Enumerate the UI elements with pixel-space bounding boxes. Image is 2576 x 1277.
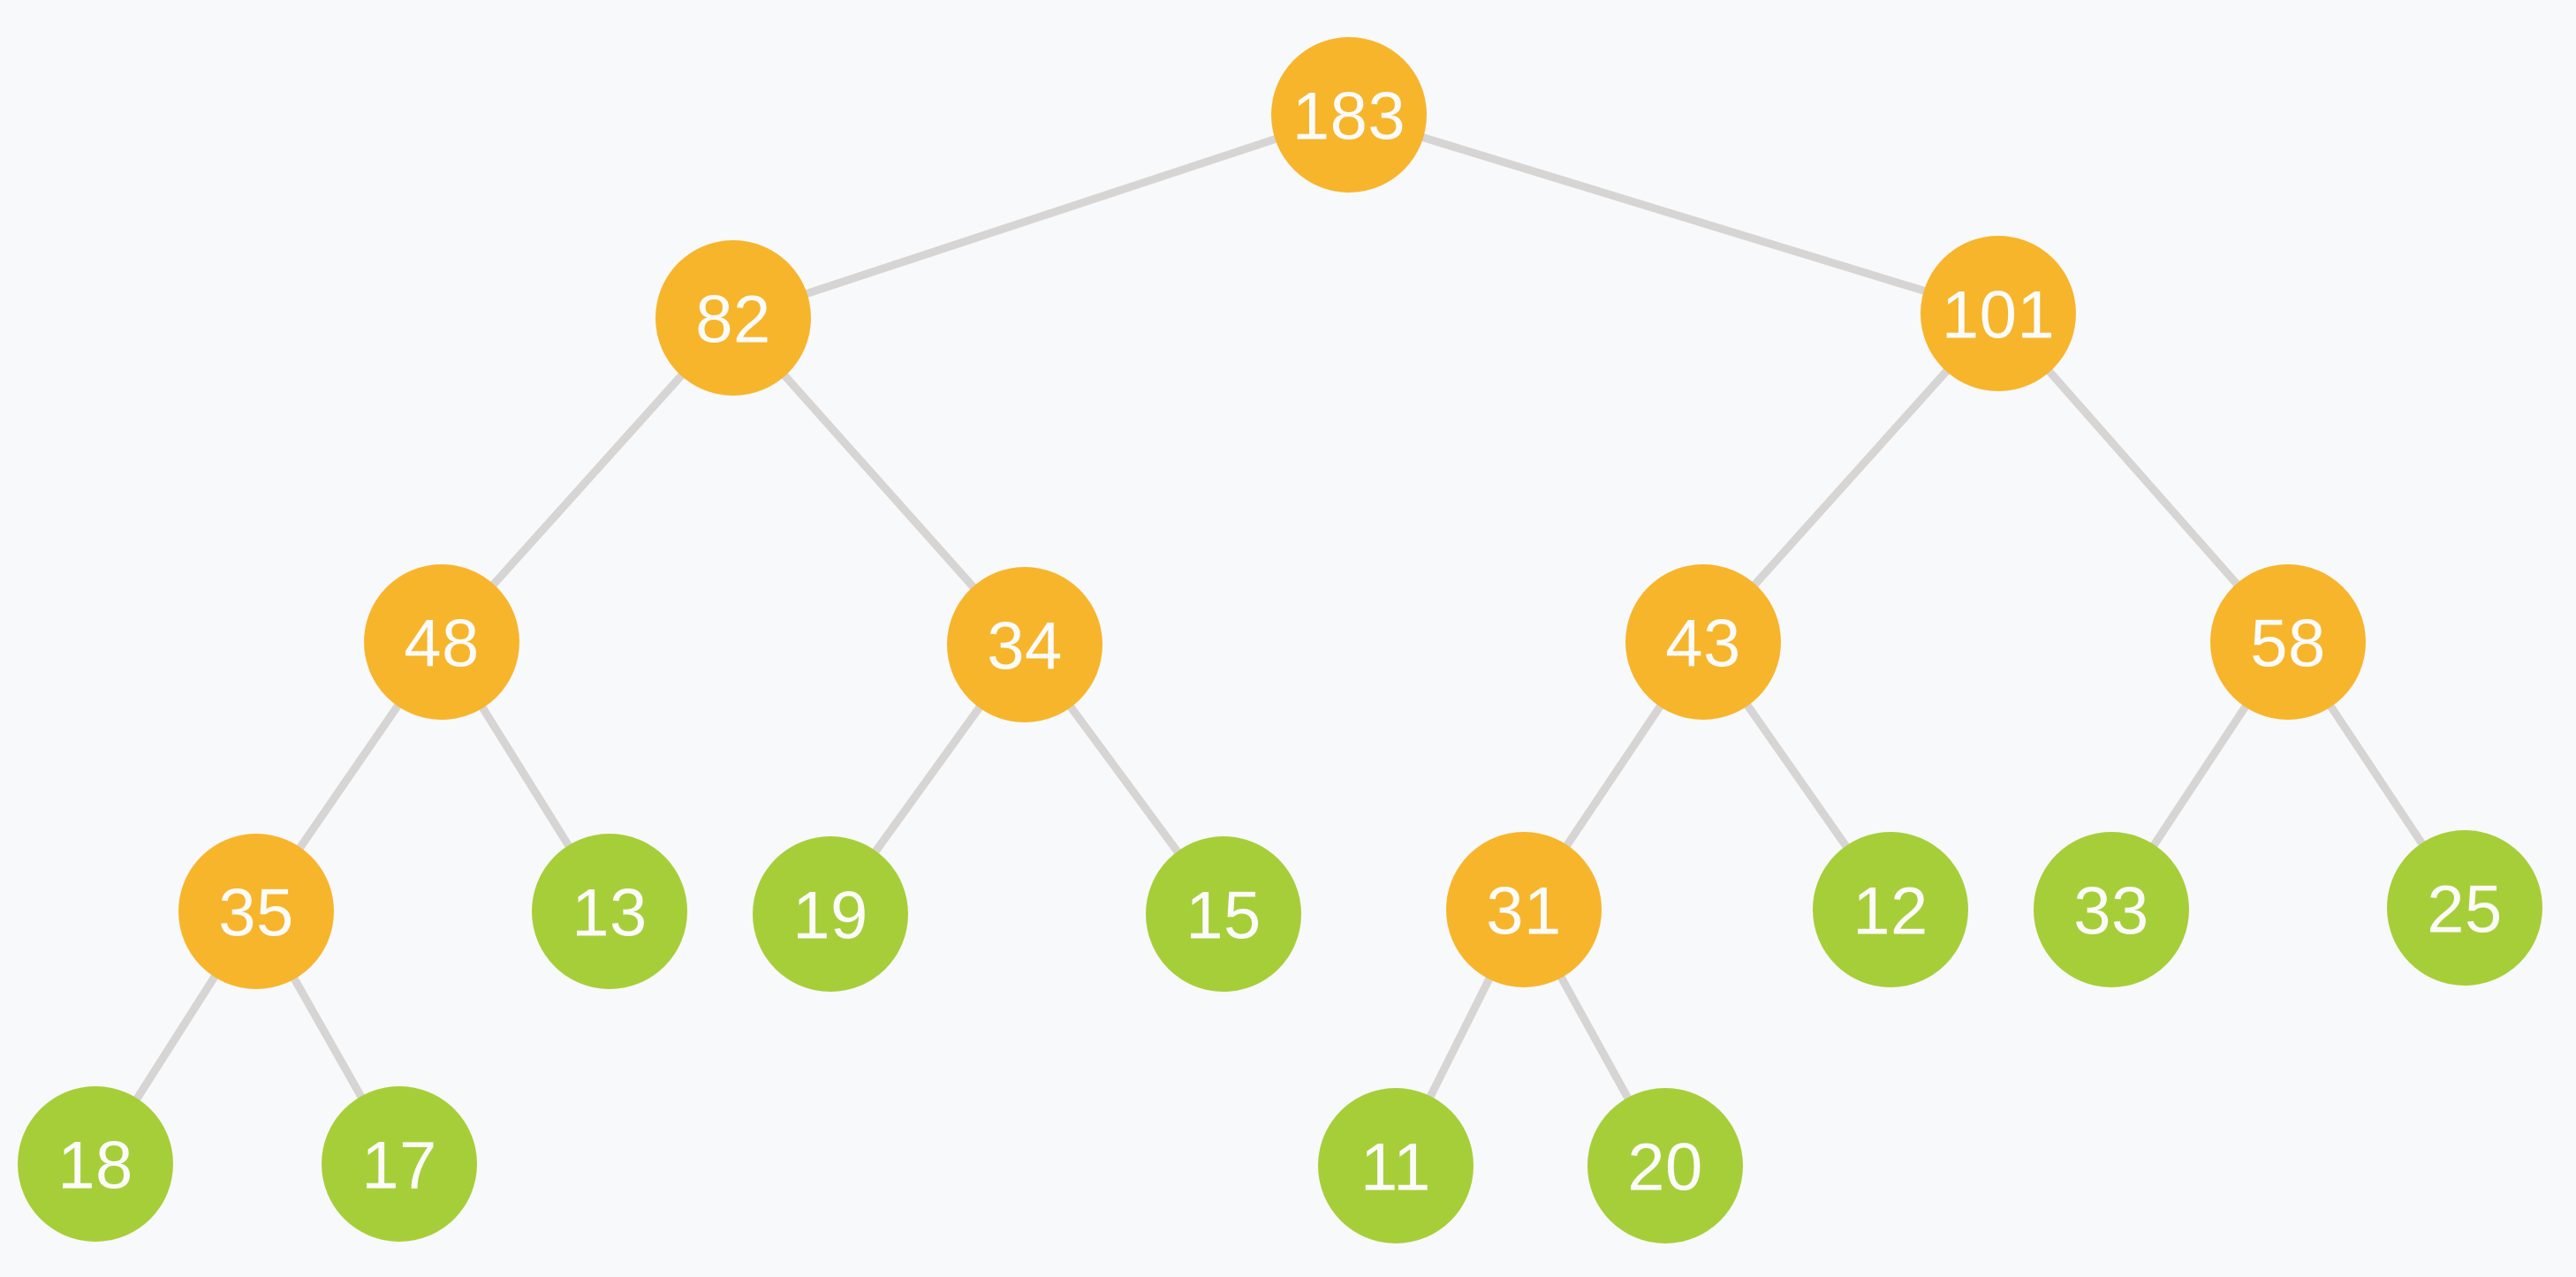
tree-node[interactable]: 25 [2387,830,2542,986]
node-circle[interactable] [1813,832,1968,987]
node-circle[interactable] [1318,1088,1474,1243]
node-circle[interactable] [947,567,1102,722]
node-circle[interactable] [1446,832,1602,987]
node-circle[interactable] [1921,236,2076,391]
tree-node[interactable]: 33 [2034,832,2189,987]
node-circle[interactable] [2387,830,2542,986]
tree-edge [1345,110,2003,318]
tree-edge [729,110,1353,322]
tree-node[interactable]: 18 [18,1086,173,1242]
node-layer: 183 82 101 48 34 43 58 35 13 19 15 31 12 33 25 18 17 11 20 [18,37,2542,1243]
tree-node[interactable]: 20 [1587,1088,1743,1243]
tree-node[interactable]: 101 [1921,236,2076,391]
tree-node[interactable]: 183 [1271,37,1427,193]
tree-node[interactable]: 48 [364,564,519,720]
tree-node[interactable]: 35 [178,834,334,989]
tree-node[interactable]: 17 [322,1086,477,1242]
node-circle[interactable] [364,564,519,720]
tree-node[interactable]: 58 [2210,564,2366,720]
tree-node[interactable]: 31 [1446,832,1602,987]
node-circle[interactable] [322,1086,477,1242]
node-circle[interactable] [753,836,908,992]
node-circle[interactable] [2210,564,2366,720]
tree-node[interactable]: 19 [753,836,908,992]
tree-node[interactable]: 34 [947,567,1102,722]
node-circle[interactable] [1271,37,1427,193]
node-circle[interactable] [178,834,334,989]
tree-node[interactable]: 11 [1318,1088,1474,1243]
node-circle[interactable] [655,240,811,396]
tree-node[interactable]: 13 [532,834,687,989]
tree-node[interactable]: 15 [1146,836,1301,992]
node-circle[interactable] [2034,832,2189,987]
node-circle[interactable] [18,1086,173,1242]
node-circle[interactable] [532,834,687,989]
node-circle[interactable] [1625,564,1781,720]
tree-node[interactable]: 43 [1625,564,1781,720]
node-circle[interactable] [1587,1088,1743,1243]
tree-node[interactable]: 82 [655,240,811,396]
tree-node[interactable]: 12 [1813,832,1968,987]
node-circle[interactable] [1146,836,1301,992]
